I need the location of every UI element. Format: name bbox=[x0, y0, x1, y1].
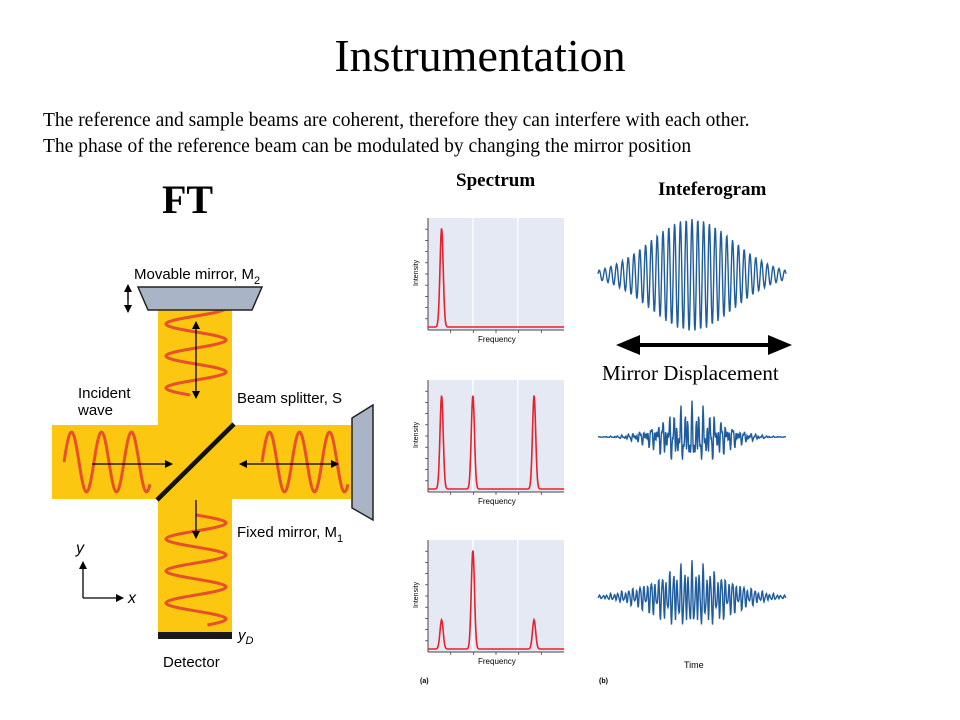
interferogram-1 bbox=[597, 218, 787, 331]
intro-text: The reference and sample beams are coher… bbox=[43, 108, 943, 160]
fixed-mirror bbox=[351, 403, 374, 522]
spectrum-trace bbox=[428, 228, 564, 328]
fixed-arm-wave bbox=[260, 430, 350, 494]
axis-x-label: x bbox=[127, 590, 137, 607]
incident-wave bbox=[62, 430, 152, 494]
interferogram-panel-letter: (b) bbox=[599, 678, 608, 685]
detector-wave bbox=[164, 513, 228, 627]
time-axis-label: Time bbox=[684, 660, 704, 670]
frequency-axis-label: Frequency bbox=[478, 497, 516, 506]
plot-background bbox=[428, 540, 564, 652]
movable-arm-wave bbox=[164, 298, 228, 397]
slide-title: Instrumentation bbox=[334, 30, 626, 81]
interferogram-heading: Inteferogram bbox=[658, 179, 767, 200]
interferogram-3 bbox=[597, 560, 787, 625]
michelson-interferometer: Movable mirror, M2 Incident wave Beam sp… bbox=[52, 266, 374, 671]
plot-background bbox=[428, 380, 564, 492]
mirror-displacement-arrow bbox=[616, 335, 792, 355]
spectrum-plots: IntensityFrequencyIntensityFrequencyInte… bbox=[413, 218, 564, 666]
incident-label-line2: wave bbox=[77, 402, 113, 419]
yd-label: yD bbox=[237, 627, 254, 647]
intro-line-1: The reference and sample beams are coher… bbox=[43, 110, 750, 131]
intro-line-2: The phase of the reference beam can be m… bbox=[43, 136, 692, 157]
fixed-mirror-label: Fixed mirror, M1 bbox=[237, 524, 343, 545]
ft-label: FT bbox=[162, 177, 214, 222]
movable-mirror-label: Movable mirror, M2 bbox=[134, 266, 260, 287]
beam-splitter-label: Beam splitter, S bbox=[237, 390, 342, 407]
detector bbox=[158, 632, 232, 639]
axis-y-label: y bbox=[75, 540, 85, 557]
interferogram-2 bbox=[597, 400, 787, 460]
plot-background bbox=[428, 218, 564, 330]
mirror-displacement-label: Mirror Displacement bbox=[602, 361, 779, 385]
frequency-axis-label: Frequency bbox=[478, 657, 516, 666]
spectrum-trace bbox=[428, 550, 564, 650]
intensity-axis-label: Intensity bbox=[413, 421, 420, 448]
spectrum-panel-letter: (a) bbox=[420, 678, 429, 685]
detector-label: Detector bbox=[163, 654, 220, 671]
movable-mirror bbox=[136, 286, 264, 311]
intensity-axis-label: Intensity bbox=[413, 259, 420, 286]
incident-label-line1: Incident bbox=[78, 385, 131, 402]
spectrum-heading: Spectrum bbox=[456, 170, 536, 191]
beam-splitter bbox=[155, 422, 236, 502]
intensity-axis-label: Intensity bbox=[413, 581, 420, 608]
spectrum-trace bbox=[428, 395, 564, 490]
interferogram-traces bbox=[597, 218, 787, 625]
frequency-axis-label: Frequency bbox=[478, 335, 516, 344]
